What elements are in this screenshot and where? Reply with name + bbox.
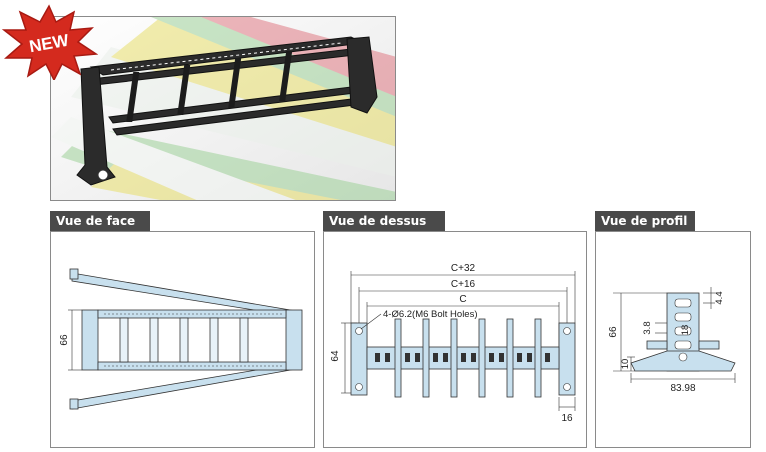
front-dim-height: 66	[59, 334, 70, 346]
side-dim-4-4: 4.4	[714, 291, 725, 304]
top-view-header: Vue de dessus	[323, 211, 445, 231]
side-view-drawing: 66 4.4 3.8 18 10 83.98	[608, 287, 736, 394]
side-dim-10: 10	[620, 359, 631, 370]
product-photo-panel	[50, 16, 396, 201]
side-dim-66: 66	[608, 326, 619, 338]
front-view-drawing: 66	[59, 268, 303, 410]
front-view-header: Vue de face	[50, 211, 150, 231]
top-dim-c32: C+32	[451, 263, 476, 274]
top-dim-c: C	[459, 294, 466, 305]
cable-carrier-photo	[51, 17, 395, 200]
side-dim-3-8: 3.8	[642, 321, 653, 334]
side-dim-18: 18	[680, 325, 691, 336]
side-view-header: Vue de profil	[595, 211, 695, 231]
starburst-shape	[1, 4, 98, 80]
top-dim-64: 64	[330, 350, 341, 362]
new-badge: NEW	[1, 4, 98, 80]
top-view-drawing: C+32 C+16 C 4-Ø6.2(M6 Bolt Holes) 64 16	[330, 263, 576, 424]
top-dim-16: 16	[561, 413, 573, 424]
side-dim-width: 83.98	[670, 383, 695, 394]
top-dim-c16: C+16	[451, 279, 476, 290]
top-holes-label: 4-Ø6.2(M6 Bolt Holes)	[383, 309, 478, 320]
